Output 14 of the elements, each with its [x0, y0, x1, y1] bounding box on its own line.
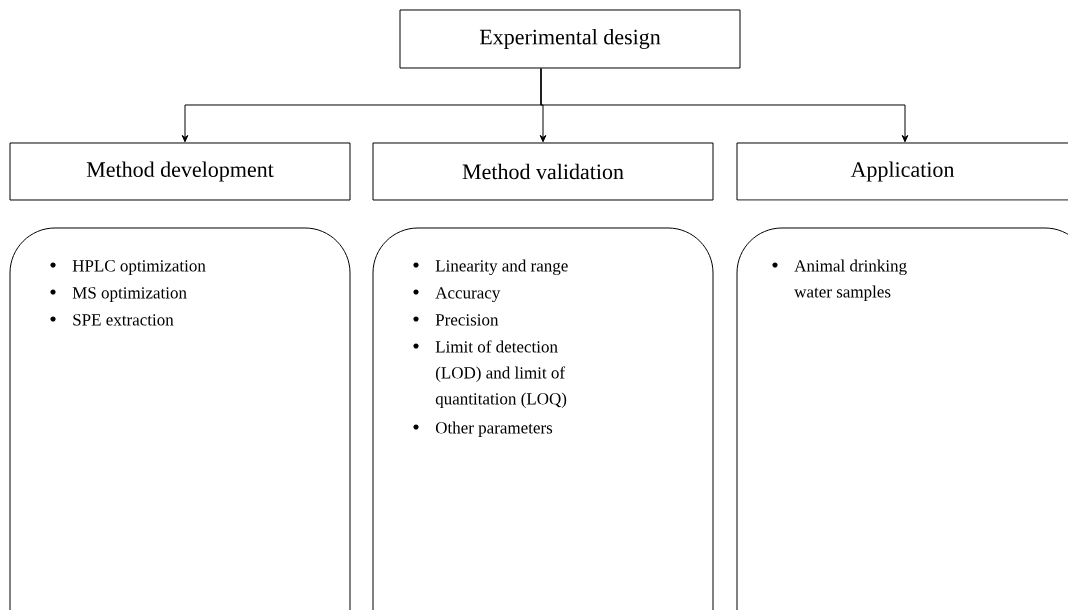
bullet-item: MS optimization: [50, 287, 187, 302]
bullet-item: Limit of detection (LOD) and limit of quantitation (LOQ): [413, 340, 567, 408]
bullet-item: Other parameters: [413, 421, 553, 437]
heading-box: Method development: [9, 142, 351, 201]
bullet-item: Accuracy: [413, 287, 501, 303]
bullet-item: Precision: [413, 314, 499, 326]
bullet-item: Animal drinking water samples: [772, 259, 907, 301]
bullet-item: Linearity and range: [413, 259, 568, 276]
heading-box: Application: [736, 142, 1068, 201]
arrow: [540, 68, 909, 143]
bullet-item: SPE extraction: [50, 314, 174, 326]
heading-box: Experimental design: [399, 9, 741, 69]
heading-box: Method validation: [372, 142, 714, 201]
bullet-item: HPLC optimization: [50, 260, 206, 275]
